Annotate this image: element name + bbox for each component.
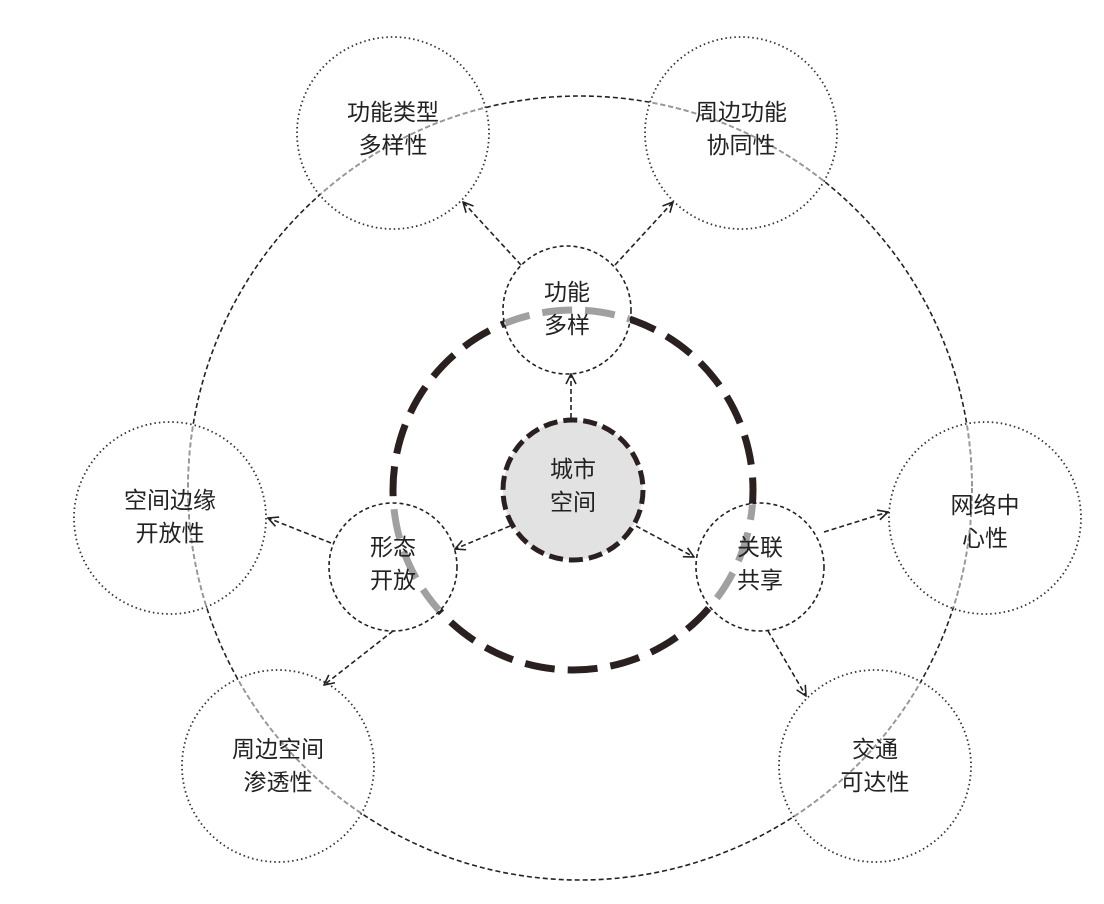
center-node-circle <box>500 417 646 563</box>
mid-node-circle-share <box>695 502 825 632</box>
core-ring <box>389 306 757 674</box>
outer-node-circle-function-type <box>296 36 490 230</box>
arrow-share-to-traffic <box>767 630 806 696</box>
arrow-center-to-share <box>635 525 694 557</box>
outer-node-circle-surrounding-function <box>644 36 838 230</box>
arrow-function-to-surrounding-function <box>614 202 673 266</box>
arrow-form-to-surrounding-space <box>324 630 394 685</box>
outer-node-circle-traffic <box>778 669 972 863</box>
outer-node-circle-network <box>888 421 1082 615</box>
outer-node-circle-space-edge <box>73 421 267 615</box>
arrow-form-to-space-edge <box>268 518 332 544</box>
boundary-segment-network <box>890 423 973 613</box>
outer-node-circle-surrounding-space <box>181 669 375 863</box>
arrow-function-to-function-type <box>463 202 522 266</box>
arrow-center-to-form <box>455 525 511 549</box>
arrow-share-to-network <box>823 512 888 533</box>
